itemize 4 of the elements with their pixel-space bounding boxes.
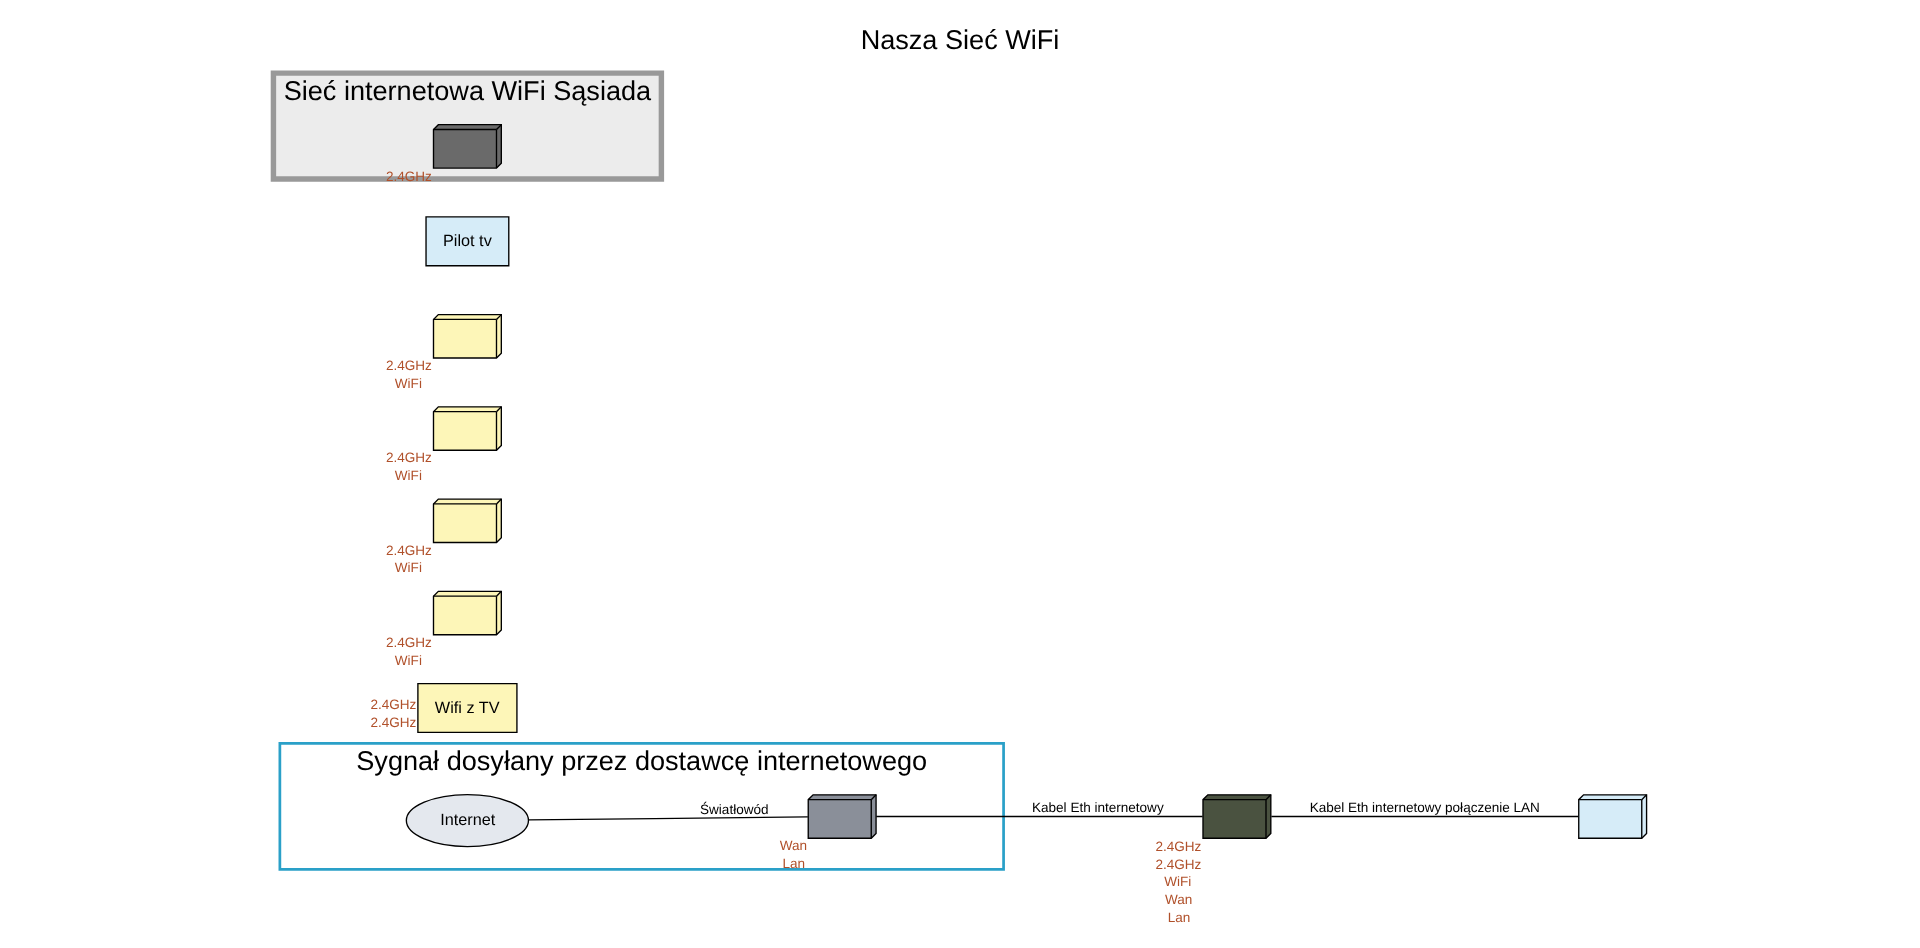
connector — [528, 816, 809, 821]
diagram-title: Nasza Sieć WiFi — [860, 24, 1060, 55]
connector — [1270, 815, 1579, 818]
connector — [875, 815, 1204, 818]
